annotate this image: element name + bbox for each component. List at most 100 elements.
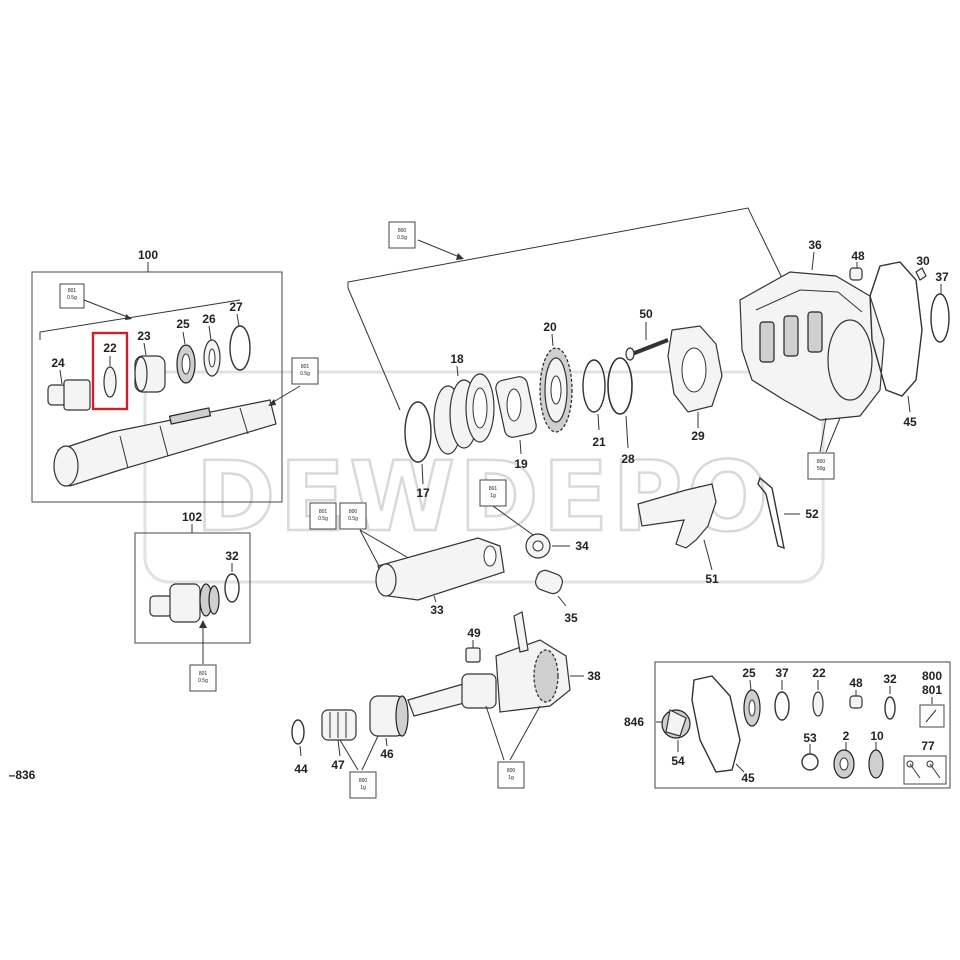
kit-label-800: 800 xyxy=(922,669,942,683)
label-37: 37 xyxy=(935,270,949,284)
grease-tag-801-b: 801 0.5g xyxy=(268,357,319,406)
highlight-box xyxy=(91,331,129,411)
kit-part-22[interactable]: 22 xyxy=(812,666,826,717)
part-48[interactable]: 48 xyxy=(849,249,865,281)
svg-text:0.5g: 0.5g xyxy=(348,516,358,522)
label-38: 38 xyxy=(587,669,601,683)
part-50[interactable]: 50 xyxy=(625,307,669,361)
svg-text:800: 800 xyxy=(398,228,407,234)
part-47[interactable]: 47 xyxy=(321,709,357,772)
part-33[interactable]: 33 xyxy=(375,537,505,617)
part-21[interactable]: 21 xyxy=(582,359,606,449)
part-44[interactable]: 44 xyxy=(291,719,308,776)
svg-text:801: 801 xyxy=(301,364,310,370)
part-37[interactable]: 37 xyxy=(930,270,950,343)
kit-label-54: 54 xyxy=(671,754,685,768)
svg-text:800: 800 xyxy=(359,778,368,784)
kit-part-77[interactable]: 77 xyxy=(903,739,947,785)
svg-text:801: 801 xyxy=(489,486,498,492)
svg-text:801: 801 xyxy=(68,288,77,294)
kit-part-53[interactable]: 53 xyxy=(801,731,819,771)
svg-text:801: 801 xyxy=(199,671,208,677)
kit-label-2: 2 xyxy=(843,729,850,743)
part-19[interactable]: 19 xyxy=(494,375,537,471)
label-52: 52 xyxy=(805,507,819,521)
label-45: 45 xyxy=(903,415,917,429)
bracket-gear-train xyxy=(347,207,783,288)
grease-tag-800-top: 800 0.5g xyxy=(388,221,464,260)
kit-part-48[interactable]: 48 xyxy=(849,676,863,709)
grease-tag-801-d: 801 0.5g 800 0.5g xyxy=(309,502,413,569)
label-44: 44 xyxy=(294,762,308,776)
part-23[interactable]: 23 xyxy=(134,329,166,393)
label-22: 22 xyxy=(103,341,117,355)
kit-part-32[interactable]: 32 xyxy=(883,672,897,720)
part-30[interactable]: 30 xyxy=(915,254,930,281)
kit-part-45-gasket[interactable]: 45 xyxy=(691,675,755,785)
part-29[interactable]: 29 xyxy=(667,325,723,443)
label-33: 33 xyxy=(430,603,444,617)
accessory-kit-frame xyxy=(654,661,951,789)
part-34[interactable]: 34 xyxy=(525,533,589,559)
kit-part-37[interactable]: 37 xyxy=(774,666,790,721)
kit-label-10: 10 xyxy=(870,729,884,743)
label-50: 50 xyxy=(639,307,653,321)
label-25: 25 xyxy=(176,317,190,331)
part-18[interactable]: 18 xyxy=(433,352,495,455)
kit-label-37: 37 xyxy=(775,666,789,680)
label-29: 29 xyxy=(691,429,705,443)
kit-label-77: 77 xyxy=(921,739,935,753)
part-51[interactable]: 51 xyxy=(637,483,719,586)
label-836: –836 xyxy=(9,768,36,782)
assembly-102[interactable]: 102 32 xyxy=(134,510,251,644)
svg-text:0.5g: 0.5g xyxy=(397,235,407,241)
part-52[interactable]: 52 xyxy=(757,476,819,550)
kit-part-25[interactable]: 25 xyxy=(742,666,761,727)
assembly-100[interactable]: 100 801 0.5g 24 22 xyxy=(31,248,283,503)
part-49[interactable]: 49 xyxy=(465,626,481,663)
accessory-kit[interactable]: 846 54 45 25 37 22 48 xyxy=(624,661,951,789)
svg-text:50g: 50g xyxy=(817,466,826,472)
part-17[interactable]: 17 xyxy=(404,401,432,500)
label-48: 48 xyxy=(851,249,865,263)
grease-tag-801-c: 801 0.5g xyxy=(189,620,217,692)
spindle[interactable] xyxy=(53,399,277,487)
part-38-shaft[interactable]: 38 xyxy=(407,611,601,717)
label-20: 20 xyxy=(543,320,557,334)
kit-label-48: 48 xyxy=(849,676,863,690)
svg-text:801: 801 xyxy=(319,509,328,515)
svg-text:1g: 1g xyxy=(508,775,514,781)
label-46: 46 xyxy=(380,747,394,761)
svg-text:1g: 1g xyxy=(490,493,496,499)
kit-label-45: 45 xyxy=(741,771,755,785)
kit-label-25: 25 xyxy=(742,666,756,680)
part-35[interactable]: 35 xyxy=(533,568,578,625)
label-36: 36 xyxy=(808,238,822,252)
grease-tag-800-case: 800 50g xyxy=(807,417,841,480)
label-47: 47 xyxy=(331,758,345,772)
part-27[interactable]: 27 xyxy=(229,300,251,371)
part-25[interactable]: 25 xyxy=(176,317,196,384)
part-24[interactable]: 24 xyxy=(47,356,91,411)
svg-text:800: 800 xyxy=(507,768,516,774)
grease-tag-800-bearing: 800 1g xyxy=(339,735,379,799)
kit-part-800-801[interactable]: 800 801 xyxy=(919,669,945,728)
kit-part-846[interactable]: 846 54 xyxy=(624,709,691,768)
label-102: 102 xyxy=(182,510,202,524)
svg-text:0.5g: 0.5g xyxy=(318,516,328,522)
label-30: 30 xyxy=(916,254,930,268)
label-17: 17 xyxy=(416,486,430,500)
part-26[interactable]: 26 xyxy=(202,312,221,377)
part-32[interactable]: 32 xyxy=(224,549,240,603)
part-45-gasket[interactable]: 45 xyxy=(869,261,923,429)
part-46[interactable]: 46 xyxy=(369,695,409,761)
part-36-gear-case[interactable]: 36 xyxy=(739,238,885,421)
part-28[interactable]: 28 xyxy=(607,357,635,466)
part-102-body[interactable] xyxy=(149,583,220,623)
part-22-highlighted[interactable]: 22 xyxy=(91,331,129,411)
part-20[interactable]: 20 xyxy=(539,320,573,433)
kit-part-10[interactable]: 10 xyxy=(868,729,884,779)
label-34: 34 xyxy=(575,539,589,553)
grease-tag-801-e: 801 1g xyxy=(479,479,541,541)
kit-part-2[interactable]: 2 xyxy=(833,729,855,779)
